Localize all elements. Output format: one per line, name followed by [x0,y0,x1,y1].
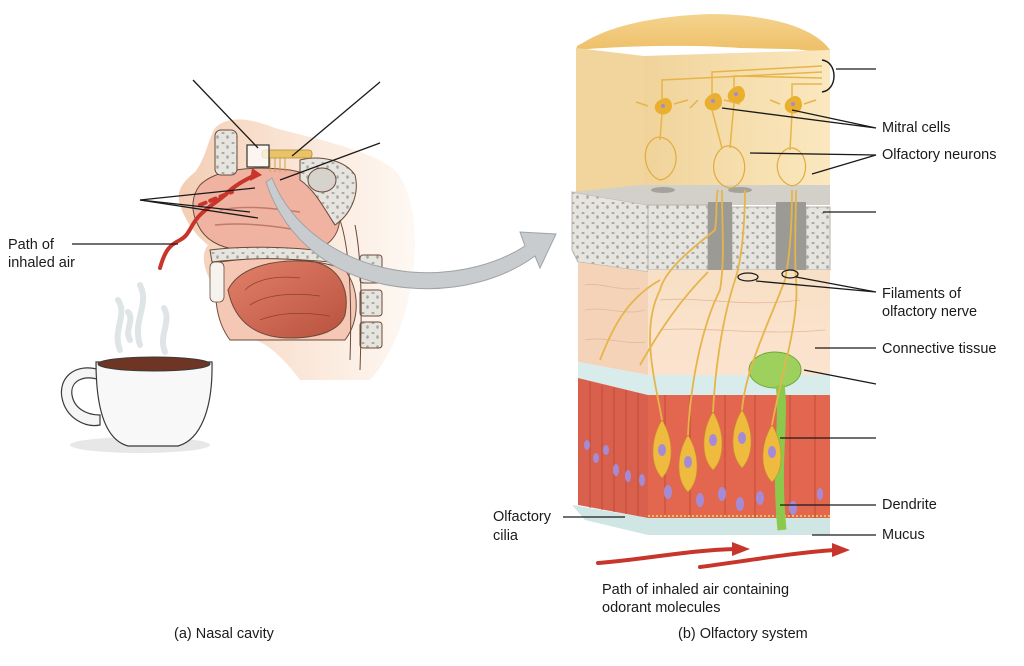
cribriform-block-3 [805,206,831,271]
inhaled-air-arrowhead [250,168,262,181]
magnify-transfer-arrow [265,177,557,290]
connective-fibers [584,284,826,344]
cribriform-block-1 [647,204,709,271]
filament-ring-2 [781,269,799,279]
leader-unlabeled-1 [192,79,259,149]
olfactory-block [571,14,835,535]
leader-olfactory-neurons [749,152,877,175]
cribriform-top [572,185,830,205]
panel-b-leaders [563,68,877,536]
connective-left [578,262,648,375]
label-air-path-1: Path of inhaled air containing [602,582,790,598]
zoom-box [246,144,270,168]
leader-mitral-cells [721,107,877,129]
epithelium-left [578,378,648,518]
label-path-of-inhaled-air-2: inhaled air [8,255,75,271]
head-sagittal-section [178,119,415,380]
leader-filaments [755,276,877,293]
foramen-1 [708,202,732,270]
nasal-bone [214,129,238,176]
label-mucus: Mucus [882,527,925,543]
pharynx [339,219,362,371]
leader-unlabeled-gland [803,369,877,385]
label-olfactory-neurons: Olfactory neurons [882,147,997,163]
panel-a-leaders [72,79,381,245]
label-path-of-inhaled-air-1: Path of [8,237,54,253]
bulb-left-face [576,48,644,192]
label-air-path-2: odorant molecules [602,600,721,616]
sphenoid-sinus [307,167,337,193]
neuron-nuclei [658,432,776,468]
label-connective-tissue: Connective tissue [882,341,997,357]
supporting-cell-nuclei [584,440,823,515]
coffee-cup [60,282,213,453]
connective-front [648,270,830,375]
axon-bundle-bracket [821,59,835,93]
label-olfactory-cilia-2: cilia [493,528,518,544]
tongue-lines [244,276,331,321]
bulb-front-face [644,50,830,192]
mitral-axons [635,65,823,151]
inhaled-air-arrow [158,173,257,270]
coffee-surface [97,356,211,372]
lips-teeth [209,261,225,303]
olfactory-axons [599,189,798,436]
odorant-arrowhead-1 [732,542,750,556]
filament-ring-1 [737,272,759,282]
bulb-dome [576,14,830,50]
label-filaments-2: olfactory nerve [882,304,978,320]
odorant-air-arrows [596,547,837,569]
steam [114,282,170,355]
olfactory-gland [748,351,802,389]
cribriform-block-2 [731,206,777,271]
leader-unlabeled-3 [279,142,381,181]
label-olfactory-cilia-1: Olfactory [493,509,552,525]
mucus-layer [572,505,830,535]
tongue [227,260,347,339]
cup-handle [60,367,101,427]
caption-panel-b: (b) Olfactory system [678,626,808,642]
odorant-arrowhead-2 [832,543,850,557]
caption-panel-a: (a) Nasal cavity [174,626,274,642]
olfactory-fibers [269,158,286,172]
label-dendrite: Dendrite [882,497,937,513]
mitral-cells [654,85,802,115]
label-filaments-1: Filaments of [882,286,961,302]
cribriform-left [571,191,649,273]
label-mitral-cells: Mitral cells [882,120,951,136]
gland-duct [774,384,787,531]
leader-unlabeled-2 [291,81,381,157]
cup-body [95,361,213,447]
